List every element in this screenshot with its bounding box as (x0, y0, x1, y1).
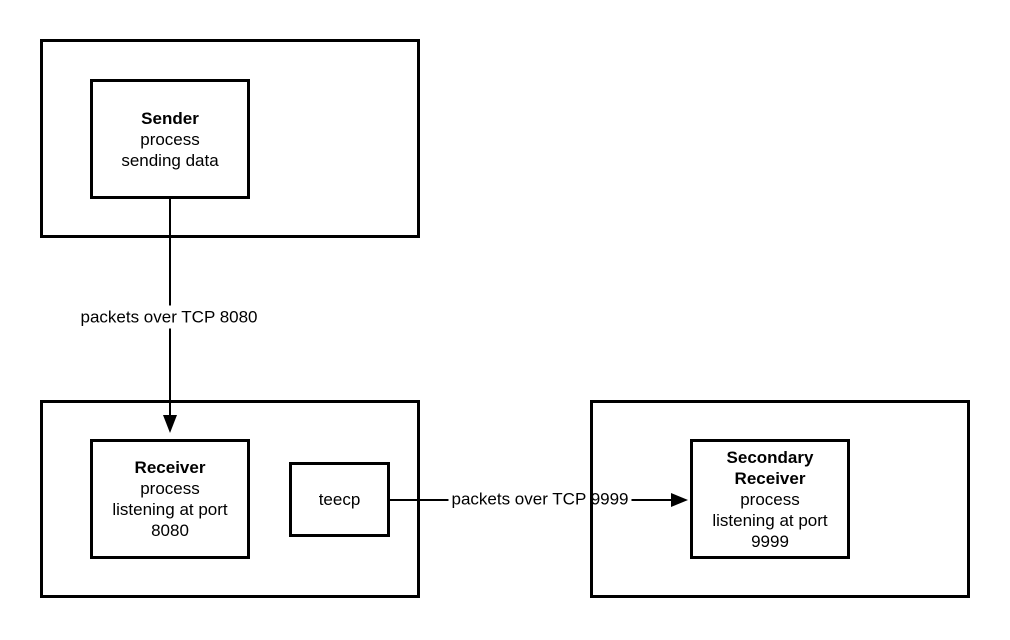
arrowhead-down-icon (163, 415, 177, 433)
receiver-node-body: process listening at port 8080 (112, 479, 228, 540)
arrowhead-right-icon (671, 493, 688, 507)
secondary-receiver-host-container (590, 400, 970, 598)
secondary-receiver-node: Secondary Receiver process listening at … (690, 439, 850, 559)
teecp-node: teecp (289, 462, 390, 537)
receiver-node: Receiver process listening at port 8080 (90, 439, 250, 559)
edge-label-tcp-9999: packets over TCP 9999 (448, 487, 632, 511)
sender-node: Sender process sending data (90, 79, 250, 199)
receiver-node-title: Receiver (134, 458, 206, 477)
teecp-node-label: teecp (318, 490, 361, 509)
edge-label-tcp-8080: packets over TCP 8080 (77, 305, 261, 329)
secondary-receiver-node-title: Secondary Receiver (726, 447, 814, 488)
sender-host-container (40, 39, 420, 238)
sender-node-body: process sending data (121, 129, 219, 170)
sender-node-title: Sender (141, 108, 199, 128)
receiver-host-container (40, 400, 420, 598)
secondary-receiver-node-body: process listening at port 9999 (712, 489, 828, 551)
